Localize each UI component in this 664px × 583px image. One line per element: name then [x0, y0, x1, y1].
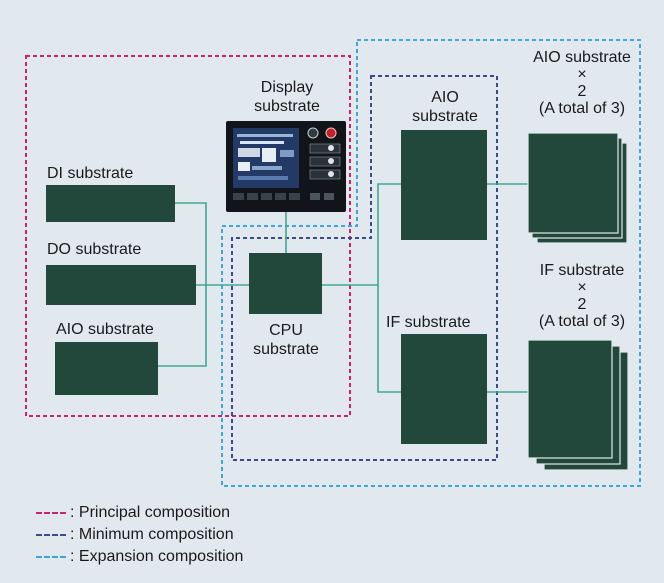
- cpu-substrate-board: [249, 253, 322, 314]
- di-substrate-label: DI substrate: [47, 165, 134, 182]
- expansion-composition-outline: [221, 39, 641, 487]
- aio-substrate-left-label: AIO substrate: [56, 321, 154, 338]
- do-substrate-board: [46, 265, 196, 305]
- display-substrate-label: Display substrate: [254, 79, 320, 115]
- wires: [158, 183, 528, 393]
- if-substrate-mid-label: IF substrate: [386, 314, 471, 331]
- aio-substrate-left-board: [55, 342, 158, 395]
- if-substrate-stack: [527, 339, 629, 471]
- if-expansion-name: IF substrate: [539, 262, 625, 279]
- legend-expansion-text: : Expansion composition: [70, 548, 244, 565]
- legend-minimum-line: [36, 534, 66, 536]
- legend-principal-text: : Principal composition: [70, 504, 231, 521]
- minimum-composition-outline: [231, 75, 498, 461]
- aio-substrate-expansion-label: AIO substrate × 2 (A total of 3): [513, 49, 651, 117]
- legend-principal-line: [36, 512, 66, 514]
- di-substrate-board: [46, 185, 175, 222]
- principal-composition-outline: [25, 55, 351, 417]
- legend-principal: : Principal composition: [36, 503, 230, 523]
- bus-wire: [377, 183, 401, 393]
- if-substrate-expansion-label: IF substrate × 2 (A total of 3): [513, 262, 651, 330]
- legend-minimum: : Minimum composition: [36, 525, 234, 545]
- do-substrate-label: DO substrate: [47, 241, 142, 258]
- aio-expansion-count: 2: [577, 83, 587, 100]
- legend-expansion: : Expansion composition: [36, 547, 243, 567]
- aio-expansion-total: (A total of 3): [538, 100, 626, 117]
- aio-expansion-name: AIO substrate: [533, 49, 631, 66]
- if-expansion-total: (A total of 3): [538, 313, 626, 330]
- aio-substrate-stack: [527, 132, 628, 244]
- aio-substrate-mid-label: AIO substrate: [412, 89, 478, 125]
- if-substrate-mid-board: [401, 334, 487, 444]
- legend-expansion-line: [36, 556, 66, 558]
- aio-substrate-mid-board: [401, 130, 487, 240]
- if-expansion-times: ×: [577, 279, 587, 296]
- display-device-image: [226, 121, 346, 212]
- legend-minimum-text: : Minimum composition: [70, 526, 234, 543]
- aio-expansion-times: ×: [577, 66, 587, 83]
- cpu-substrate-label: CPU substrate: [253, 322, 319, 358]
- if-expansion-count: 2: [577, 296, 587, 313]
